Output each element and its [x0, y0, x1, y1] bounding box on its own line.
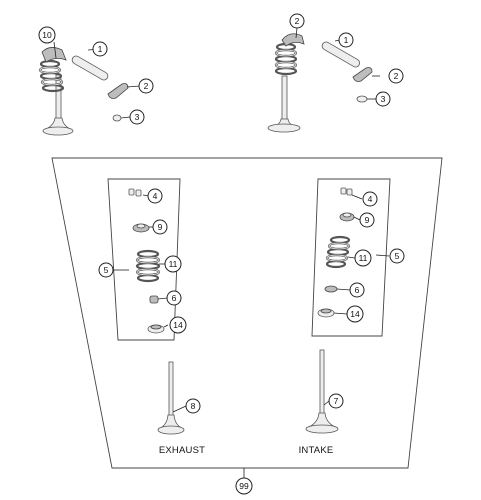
callout-5-exhaust: 5 — [98, 262, 114, 278]
callout-1-right: 1 — [338, 32, 354, 48]
exhaust-label: EXHAUST — [159, 445, 205, 456]
exhaust-panel — [107, 178, 181, 341]
svg-text:6: 6 — [355, 285, 360, 295]
exhaust-panel-parts — [128, 188, 165, 334]
svg-text:10: 10 — [42, 30, 52, 40]
svg-text:1: 1 — [98, 44, 103, 54]
callout-9-exhaust: 9 — [152, 219, 168, 235]
svg-text:14: 14 — [173, 320, 183, 330]
svg-text:5: 5 — [104, 265, 109, 275]
callout-6-exhaust: 6 — [166, 290, 182, 306]
svg-text:1: 1 — [344, 35, 349, 45]
svg-text:2: 2 — [295, 16, 300, 26]
svg-text:14: 14 — [350, 309, 360, 319]
callout-2-right: 2 — [388, 68, 404, 84]
callout-10: 10 — [38, 26, 56, 44]
svg-text:9: 9 — [158, 222, 163, 232]
callout-9-intake: 9 — [359, 212, 375, 228]
svg-text:11: 11 — [359, 253, 368, 263]
svg-text:3: 3 — [135, 112, 140, 122]
top-left-valve-assembly — [38, 47, 129, 136]
intake-label: INTAKE — [299, 445, 334, 456]
callout-6-intake: 6 — [349, 282, 365, 298]
svg-text:11: 11 — [169, 259, 178, 269]
callout-1-left: 1 — [92, 41, 108, 57]
top-right-valve-assembly — [267, 33, 373, 133]
svg-text:5: 5 — [395, 251, 400, 261]
callout-14-intake: 14 — [346, 305, 364, 323]
callout-4-exhaust: 4 — [147, 188, 163, 204]
svg-text:9: 9 — [365, 215, 370, 225]
callout-2-left: 2 — [138, 78, 154, 94]
svg-text:4: 4 — [153, 191, 158, 201]
top-left-spring — [38, 59, 65, 93]
callout-5-intake: 5 — [389, 248, 405, 264]
intake-panel — [311, 178, 391, 337]
exhaust-valve — [157, 361, 185, 435]
callout-14-exhaust: 14 — [169, 316, 187, 334]
svg-text:4: 4 — [368, 194, 373, 204]
svg-text:8: 8 — [191, 401, 196, 411]
svg-text:6: 6 — [172, 293, 177, 303]
callout-4-intake: 4 — [362, 191, 378, 207]
svg-text:3: 3 — [381, 94, 386, 104]
svg-text:99: 99 — [239, 481, 249, 491]
kit-outline — [51, 157, 443, 469]
svg-text:7: 7 — [334, 396, 339, 406]
svg-text:2: 2 — [394, 71, 399, 81]
intake-valve — [305, 349, 339, 434]
top-right-spring — [274, 42, 298, 76]
svg-text:2: 2 — [144, 81, 149, 91]
callout-8: 8 — [185, 398, 201, 414]
callout-3-right: 3 — [375, 91, 391, 107]
callout-11-exhaust: 11 — [164, 255, 182, 273]
callout-2-top-right: 2 — [289, 13, 305, 29]
callout-99: 99 — [235, 477, 253, 495]
callout-11-intake: 11 — [354, 249, 372, 267]
leader-lines — [53, 27, 390, 413]
intake-panel-parts — [317, 187, 355, 318]
callout-7: 7 — [328, 393, 344, 409]
callout-3-left: 3 — [129, 109, 145, 125]
